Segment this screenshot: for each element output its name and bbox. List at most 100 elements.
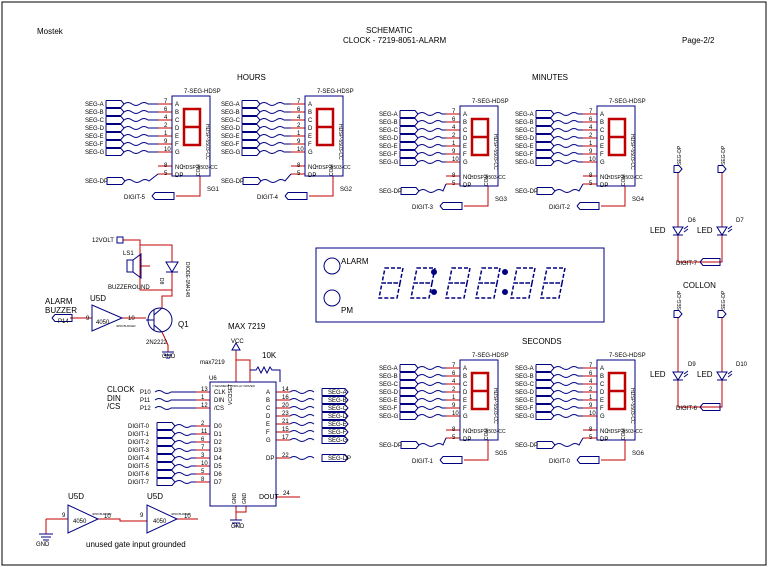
display-body — [171, 95, 211, 177]
max-right-wave — [289, 406, 315, 410]
max-right-pin-name: D — [266, 414, 271, 420]
display-pin-8: 8 — [164, 163, 168, 169]
seg-net-label: SEG-D — [515, 136, 535, 142]
seg-net-label: SEG-A — [85, 102, 104, 108]
digit-net-label: DIGIT-4 — [257, 195, 279, 201]
max-ref: U6 — [209, 376, 217, 382]
seg-bus-wave — [123, 134, 158, 138]
display-pin-letter: F — [308, 142, 312, 148]
seg-net-tag — [241, 132, 261, 140]
led-net-label: SEG-DP — [677, 290, 683, 310]
led-symbol — [716, 226, 728, 236]
seg-dp-net-tag — [536, 187, 556, 195]
display-pin-letter: G — [308, 150, 313, 156]
seg-net-tag — [399, 364, 419, 372]
max-right-net-tag — [321, 420, 349, 428]
seg-net-tag — [399, 372, 419, 380]
display-pin-5: 5 — [452, 435, 456, 441]
seg-bus-wave — [553, 406, 583, 410]
seg-dp-net-tag — [242, 177, 262, 185]
display-pin-number: 4 — [297, 115, 301, 121]
seg-net-tag — [535, 150, 555, 158]
display-ref: SG1 — [207, 187, 220, 193]
collector-wire — [161, 290, 173, 308]
transistor-part: 2N2222 — [146, 340, 168, 346]
seg-dp-net-label: SEG-DP — [379, 189, 402, 195]
seg-net-label: SEG-B — [379, 120, 398, 126]
display-pin-letter: C — [175, 118, 180, 124]
max-left-net-tag — [156, 454, 176, 462]
seg-dp-wave — [418, 183, 447, 193]
max-left-pin-name: /CS — [214, 406, 224, 412]
max-right-wave — [289, 390, 315, 394]
display-dp-label: DP — [600, 183, 608, 189]
seg-bus-wave — [553, 398, 583, 402]
max-left-net-tag — [156, 462, 176, 470]
unused-sublabel: 4050 BUFFER — [92, 512, 112, 516]
seg-net-label: SEG-G — [221, 150, 241, 156]
display-pin-number: 1 — [452, 395, 456, 401]
display-header: 7-SEG-HDSP — [184, 89, 221, 95]
display-pin-number: 7 — [589, 109, 593, 115]
max-left-wave — [174, 456, 196, 460]
components-layer — [39, 95, 733, 541]
unused-gate-1-part: 4050 — [73, 519, 87, 525]
display-pin-number: 10 — [589, 411, 596, 417]
seg-net-tag — [105, 148, 125, 156]
seg-net-tag — [535, 110, 555, 118]
led-d10-ref: D10 — [736, 362, 748, 368]
seg-net-tag — [535, 158, 555, 166]
display-pin-number: 6 — [589, 371, 593, 377]
max-right-net: SEG-A — [328, 390, 347, 396]
display-header: 7-SEG-HDSP — [472, 99, 509, 105]
panel-digit — [378, 267, 404, 299]
seg-dp-wave — [124, 173, 159, 183]
digit-net-label: DIGIT-0 — [549, 459, 571, 465]
digit-net-tag — [439, 456, 463, 464]
max-left-net-tag — [156, 446, 176, 454]
digit-net-label: DIGIT-2 — [549, 205, 571, 211]
clock-heading-1: CLOCK — [107, 385, 135, 394]
max-right-pin-name: DP — [266, 456, 274, 462]
panel-digit — [510, 267, 536, 299]
display-part-vertical: HDSP-5503-CC — [629, 134, 635, 170]
panel-digit — [445, 267, 471, 299]
seg-bus-wave — [259, 142, 291, 146]
display-pin-letter: G — [600, 160, 605, 166]
max-left-net-tag — [156, 422, 176, 430]
display-pin-number: 7 — [164, 99, 168, 105]
max-right-wave — [289, 438, 315, 442]
led-d7-label: LED — [697, 226, 713, 235]
unused-sublabel: 4050 BUFFER — [171, 512, 191, 516]
seg-bus-wave — [259, 126, 291, 130]
collon-heading: COLLON — [683, 281, 716, 290]
display-header: 7-SEG-HDSP — [609, 99, 646, 105]
seg-net-tag — [399, 388, 419, 396]
wires-layer — [45, 103, 723, 534]
display-pin-8: 8 — [589, 427, 593, 433]
max-left-wave — [154, 398, 196, 402]
seg-bus-wave — [417, 128, 446, 132]
seg-bus-wave — [417, 120, 446, 124]
max-left-wave — [174, 464, 196, 468]
display-pin-letter: B — [600, 374, 604, 380]
display-pin-letter: B — [463, 374, 467, 380]
seg-net-tag — [105, 116, 125, 124]
display-pin-8: 8 — [452, 173, 456, 179]
display-pin-letter: D — [175, 126, 180, 132]
display-pin-number: 1 — [297, 131, 301, 137]
max-right-net-tag — [321, 388, 349, 396]
transistor-ref: Q1 — [178, 320, 189, 329]
display-pin-8: 8 — [297, 163, 301, 169]
schematic-title: CLOCK - 7219-8051-ALARM — [343, 36, 447, 45]
max-left-pin-num: 12 — [201, 403, 208, 409]
seg-bus-wave — [417, 152, 446, 156]
seg-net-tag — [399, 110, 419, 118]
display-pin-number: 2 — [452, 387, 456, 393]
display-pin-letter: F — [600, 152, 604, 158]
seg-net-tag — [535, 126, 555, 134]
seg-bus-wave — [553, 128, 583, 132]
seg-bus-wave — [417, 160, 446, 164]
seg-net-label: SEG-C — [515, 128, 535, 134]
display-pin-letter: D — [600, 390, 605, 396]
